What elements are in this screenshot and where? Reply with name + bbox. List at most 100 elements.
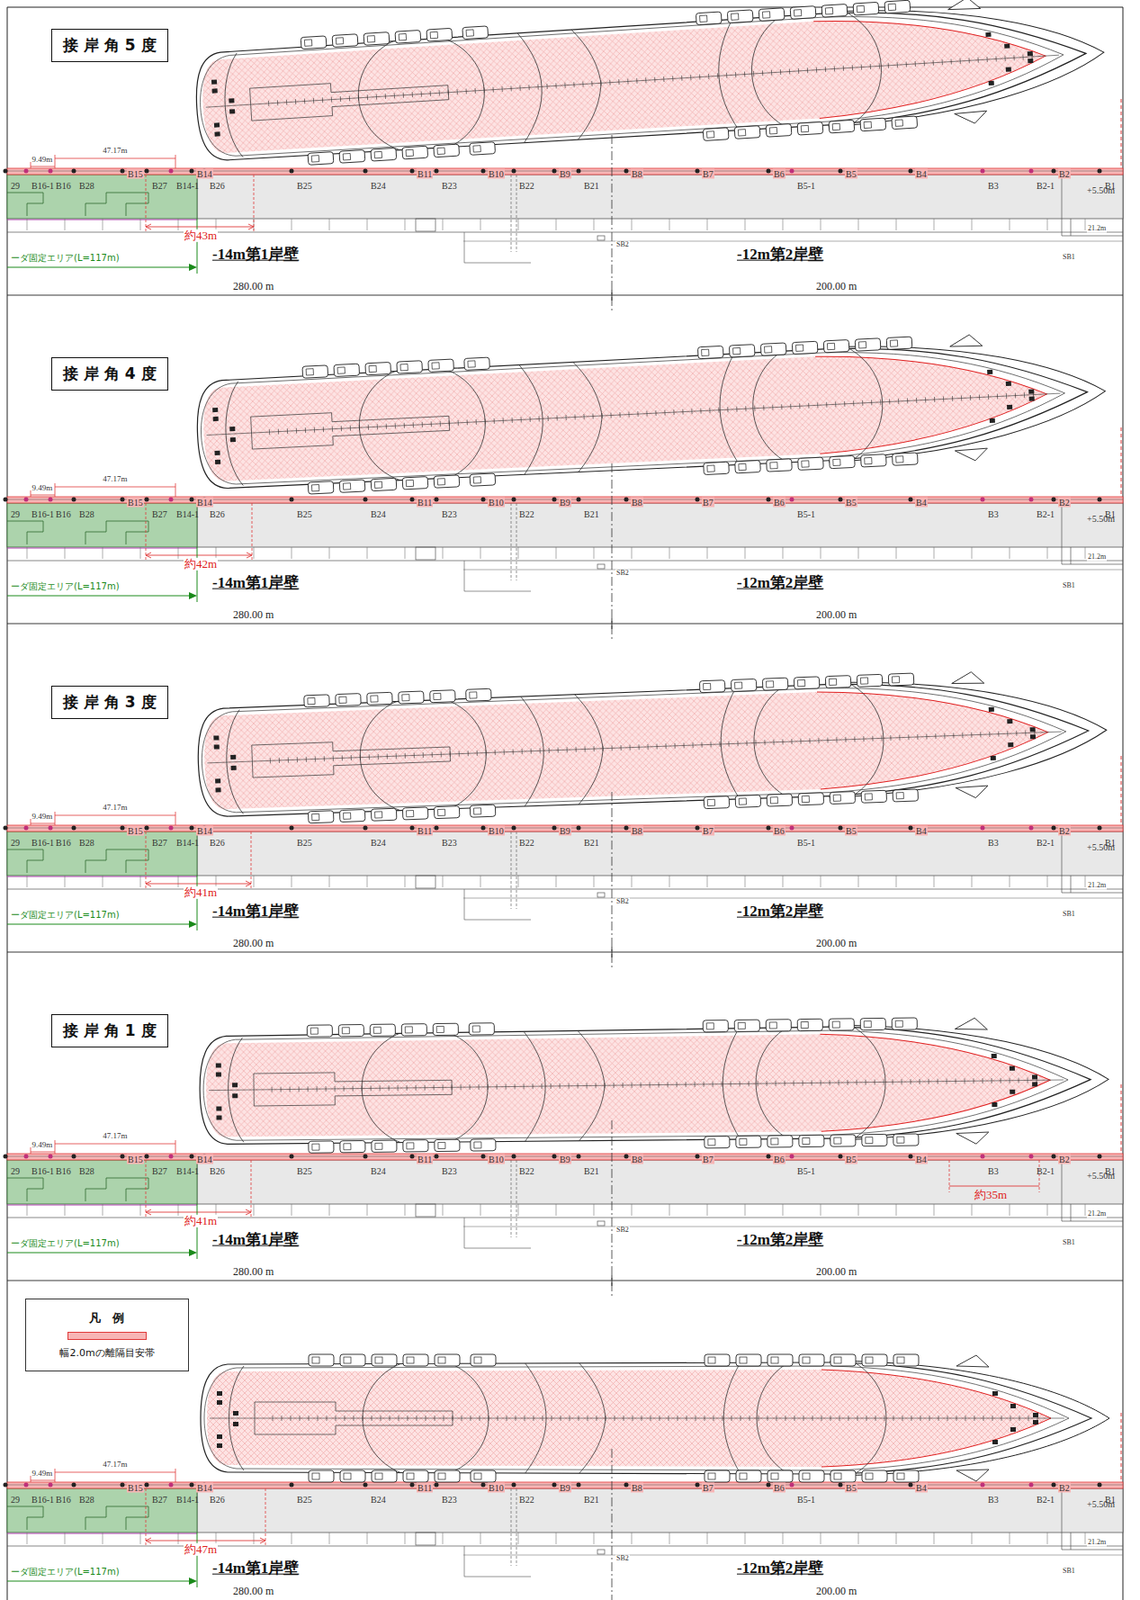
mooring-gear (1029, 396, 1035, 402)
bollard (576, 825, 582, 831)
drawing-part (198, 341, 1069, 488)
pile (102, 875, 104, 888)
lifeboat (371, 1354, 397, 1366)
drawing-part (473, 807, 481, 815)
drawing-part (188, 1577, 198, 1585)
drawing-part (897, 1472, 905, 1480)
bollard (908, 169, 914, 174)
loader-area (7, 502, 198, 548)
drawing-part (469, 691, 477, 699)
mooring-gear (216, 1443, 223, 1448)
drawing-part (473, 476, 481, 484)
drawing-part (828, 678, 836, 685)
bollard (71, 1154, 77, 1159)
lifeboat (468, 1023, 494, 1035)
mooring-gear (1027, 51, 1033, 56)
pile (329, 547, 331, 559)
bollard (481, 497, 486, 503)
bollard-label: B5 (844, 1482, 858, 1493)
bollard (363, 497, 369, 503)
drawing-part (54, 486, 176, 488)
drawing-part (708, 1472, 716, 1480)
lifeboat (861, 1133, 888, 1146)
mooring-gear (1006, 718, 1013, 724)
pile (556, 1532, 557, 1544)
bollard (576, 497, 582, 503)
drawing-part (7, 267, 191, 269)
drawing-part (464, 232, 531, 263)
pile (1085, 1203, 1087, 1216)
bollard-label: B7 (701, 169, 715, 180)
bollard-label: B5 (844, 169, 858, 180)
lifeboat (823, 340, 850, 353)
pile (782, 218, 784, 231)
area-label: ーダ固定エリア(L=117m) (10, 909, 120, 920)
bollard (1051, 1482, 1057, 1488)
drawing-part (800, 125, 808, 132)
pile (1047, 875, 1049, 888)
drawing-part (739, 1138, 747, 1145)
panel-title-box: 接 岸 角 4 度 (51, 357, 169, 391)
pile (971, 875, 973, 888)
pile (707, 218, 709, 231)
bollard (144, 497, 150, 503)
bollard (576, 169, 582, 174)
length-label: 200.00 m (816, 1585, 857, 1598)
drawing-part (802, 1472, 810, 1480)
drawing-part (888, 3, 896, 10)
pile (442, 1532, 444, 1544)
drawing-part (54, 1143, 176, 1145)
bollard (838, 1482, 844, 1488)
drawing-part (145, 1159, 147, 1218)
bollard-label: B2-1 (1035, 1166, 1056, 1176)
pile (1009, 875, 1011, 888)
bollard (980, 169, 986, 174)
pile (971, 1532, 973, 1544)
pile (593, 218, 595, 231)
bollard (48, 497, 54, 503)
pile (1085, 547, 1087, 559)
note-label: SB1 (1061, 1238, 1077, 1248)
lifeboat (394, 29, 422, 44)
lifeboat (697, 345, 724, 359)
drawing-part (1121, 98, 1123, 168)
drawing-part (30, 161, 32, 169)
lifeboat (891, 1017, 917, 1030)
pile (782, 547, 784, 559)
drawing-part (145, 555, 252, 557)
area-label: ーダ固定エリア(L=117m) (10, 252, 120, 263)
drawing-part (374, 151, 382, 158)
pile (707, 1203, 709, 1216)
bollard-label: B21 (583, 1166, 601, 1176)
pile (64, 547, 66, 559)
pile (556, 875, 557, 888)
bollard (511, 497, 517, 503)
drawing-part (197, 2, 1067, 160)
drawing-part (30, 823, 55, 825)
lifeboat (300, 35, 327, 50)
bollard (120, 825, 126, 831)
legend-heading: 凡 例 (89, 1311, 125, 1325)
lifeboat (470, 1354, 496, 1366)
lifeboat (307, 810, 333, 824)
drawing-part (431, 362, 440, 369)
pile (26, 218, 28, 231)
drawing-part (474, 1472, 482, 1480)
drawing-part (188, 592, 198, 600)
dimension-label: 47.17m (102, 146, 127, 156)
berth-boundary (611, 791, 613, 968)
drawing-part (516, 174, 518, 252)
pile (178, 1203, 180, 1216)
berth-name: -14m第1岸壁 (212, 903, 299, 921)
bollard (908, 825, 914, 831)
bollard-label: B15 (126, 169, 144, 180)
pile (820, 1203, 822, 1216)
pile (556, 218, 557, 231)
drawing-part (949, 1185, 1040, 1187)
pile (820, 875, 822, 888)
mooring-gear (228, 98, 234, 103)
drawing-part (737, 129, 746, 136)
note-label: SB1 (1061, 582, 1077, 591)
dimension-label: 47.17m (102, 1131, 127, 1141)
drawing-part (739, 1472, 747, 1480)
